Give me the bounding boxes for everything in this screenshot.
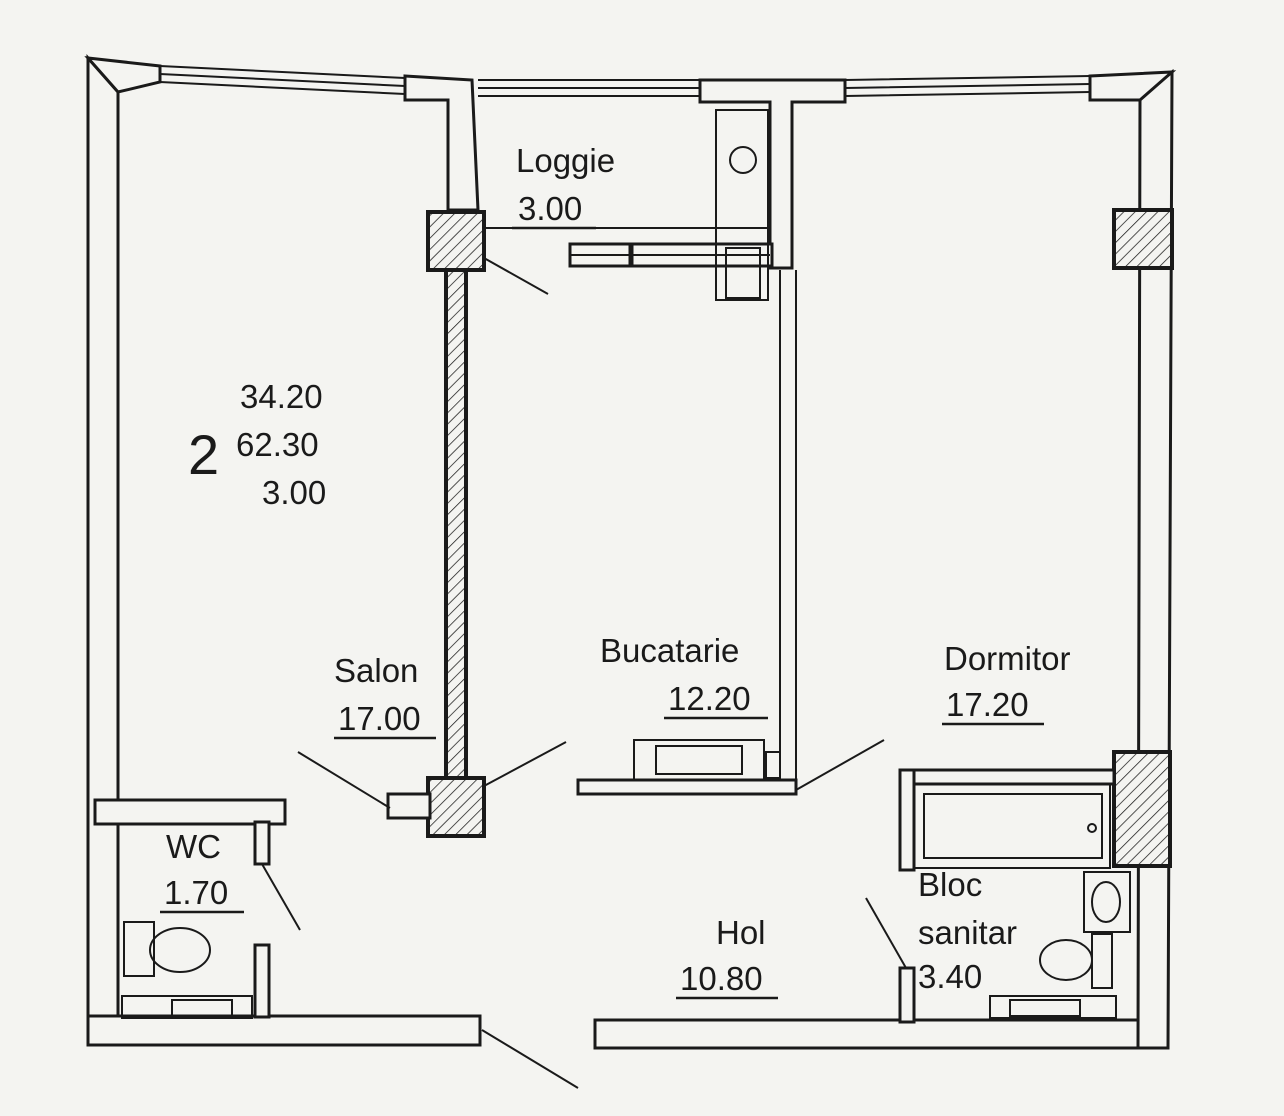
bloc-radiator xyxy=(989,995,1117,1019)
bathtub xyxy=(913,783,1111,869)
room-area-hol: 10.80 xyxy=(680,960,763,997)
bath-top-wall xyxy=(898,768,1116,786)
kitchen-stove xyxy=(633,739,765,781)
door-wc xyxy=(261,863,301,931)
windows xyxy=(159,65,1091,97)
door-dormitor xyxy=(795,739,885,791)
door-kitchen xyxy=(483,741,567,787)
door-loggie xyxy=(483,257,549,295)
wall-top-center-pier xyxy=(698,78,847,270)
column-right-top xyxy=(1112,208,1174,270)
room-area-dormitor: 17.20 xyxy=(946,686,1029,723)
door-entrance xyxy=(481,1029,579,1089)
room-name-bucatarie: Bucatarie xyxy=(600,632,739,669)
door-bloc xyxy=(865,897,907,969)
washbasin-bowl-icon xyxy=(1091,881,1121,923)
living-area: 34.20 xyxy=(240,378,323,415)
kitchen-stove-inner xyxy=(655,745,743,775)
column-bottom-salon xyxy=(426,776,486,838)
room-name-dormitor: Dormitor xyxy=(944,640,1071,677)
room-name-bloc-line2: sanitar xyxy=(918,914,1017,951)
columns xyxy=(426,208,1174,868)
kitchen-cabinet xyxy=(765,751,781,779)
toilet-bloc-icon xyxy=(1039,933,1113,989)
column-top-salon xyxy=(426,210,486,272)
wall-salon-kitchen xyxy=(444,268,468,780)
fixtures xyxy=(121,739,1131,1019)
pipe-icon xyxy=(729,146,757,174)
window-salon xyxy=(159,65,406,95)
loggie-partition xyxy=(485,109,774,301)
salon-door-stub xyxy=(386,792,432,820)
wc-radiator-inner xyxy=(171,999,233,1017)
wall-top-left-pier xyxy=(403,74,480,212)
room-area-bucatarie: 12.20 xyxy=(668,680,751,717)
room-name-loggie: Loggie xyxy=(516,142,615,179)
window-dormitor xyxy=(844,75,1091,97)
bloc-left-wall xyxy=(898,966,916,1024)
window-loggie xyxy=(478,79,700,97)
wall-kitchen-dormitor xyxy=(779,270,797,792)
room-area-salon: 17.00 xyxy=(338,700,421,737)
column-right-bath xyxy=(1112,750,1172,868)
wc-radiator xyxy=(121,995,253,1019)
bathtub-drain-icon xyxy=(1087,823,1097,833)
wall-wc-right-lower xyxy=(253,943,271,1019)
room-labels: Loggie 3.00 Salon 17.00 Bucatarie 12.20 … xyxy=(160,142,1071,1000)
room-name-wc: WC xyxy=(166,828,221,865)
room-name-bloc-line1: Bloc xyxy=(918,866,982,903)
total-area: 62.30 xyxy=(236,426,319,463)
room-name-salon: Salon xyxy=(334,652,418,689)
bath-left-wall xyxy=(898,768,916,872)
bloc-radiator-inner xyxy=(1009,999,1081,1017)
wall-left xyxy=(86,54,120,1047)
apartment-summary: 2 34.20 62.30 3.00 xyxy=(188,378,326,511)
outer-walls xyxy=(84,54,1177,1050)
doors xyxy=(261,257,907,1089)
wall-wc-right-upper xyxy=(253,820,271,866)
bathtub-inner xyxy=(923,793,1103,859)
wall-bottom-left xyxy=(86,1014,482,1047)
toilet-wc-icon xyxy=(123,921,211,977)
room-name-hol: Hol xyxy=(716,914,766,951)
wall-wc-top xyxy=(93,798,287,826)
ventilation-shaft xyxy=(715,109,769,301)
pipe-riser xyxy=(725,247,761,299)
wall-bottom-right xyxy=(593,1018,1170,1050)
kitchen-bottom-wall xyxy=(576,778,798,796)
balcony-area: 3.00 xyxy=(262,474,326,511)
door-salon xyxy=(297,751,391,809)
room-area-bloc: 3.40 xyxy=(918,958,982,995)
washbasin xyxy=(1083,871,1131,933)
room-area-wc: 1.70 xyxy=(164,874,228,911)
room-area-loggie: 3.00 xyxy=(518,190,582,227)
rooms-count: 2 xyxy=(188,423,219,486)
